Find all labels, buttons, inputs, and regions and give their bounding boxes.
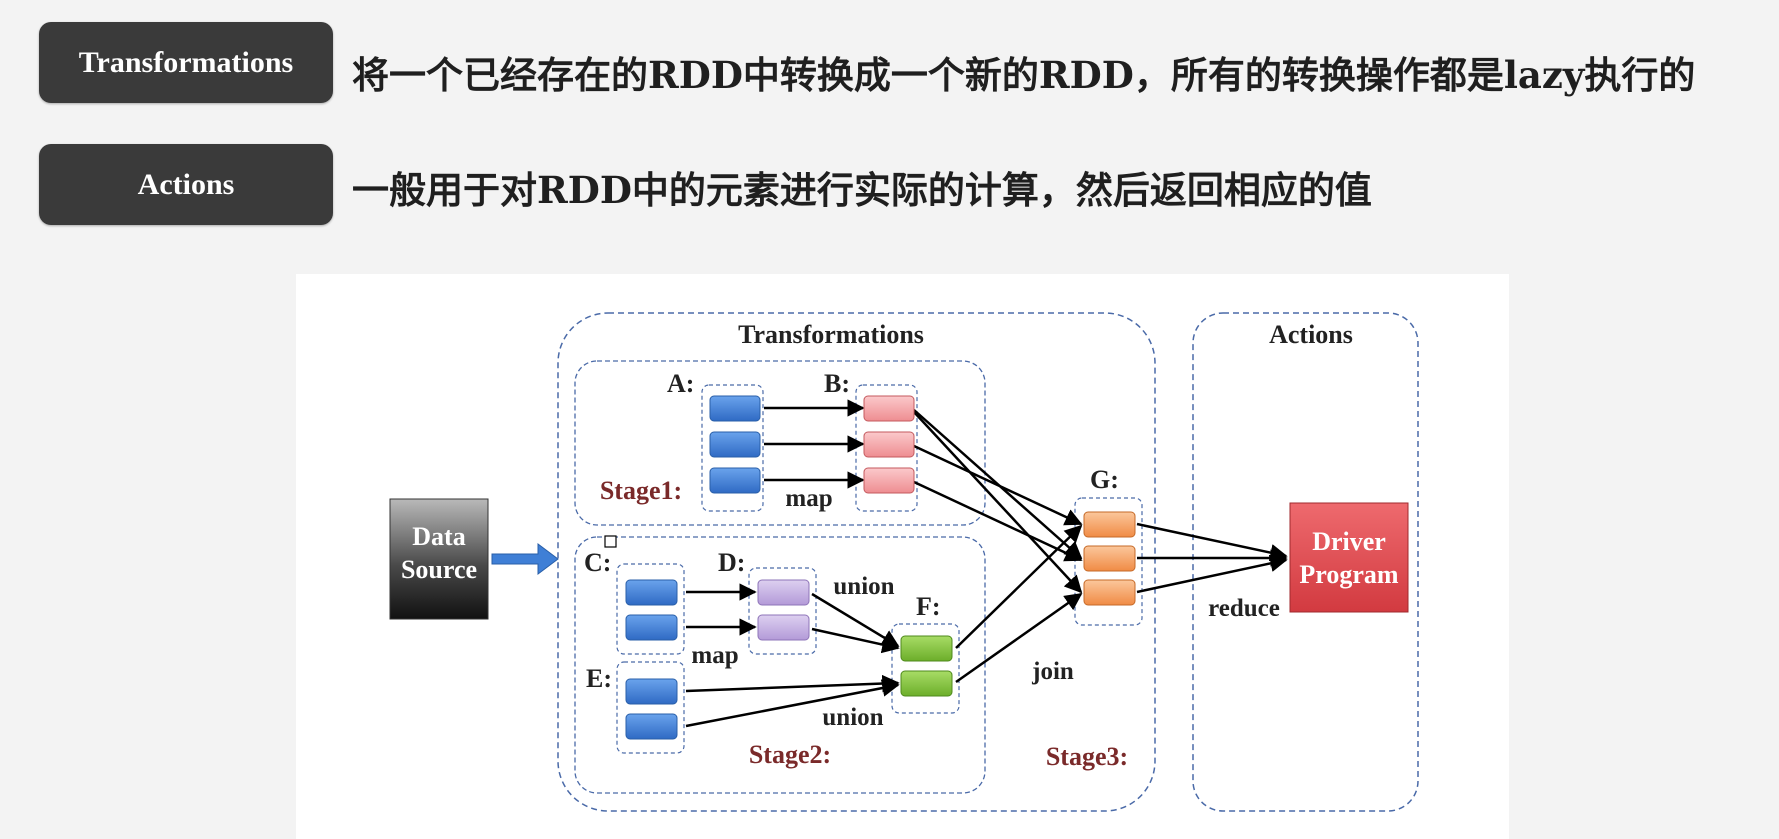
stage1-label: Stage1:: [600, 476, 682, 505]
edge-f2-g3: [955, 592, 1083, 684]
rdd-g-label: G:: [1090, 465, 1119, 494]
driver-program-box: [1289, 502, 1409, 613]
rdd-a-group: [701, 384, 764, 512]
transformations-title: Transformations: [738, 320, 924, 349]
actions-title: Actions: [1269, 320, 1353, 349]
actions-label-text: Actions: [137, 167, 235, 201]
edge-e1-f2: [685, 674, 900, 693]
partition-a3: [709, 467, 761, 494]
rdd-c-label: C:: [584, 548, 611, 577]
partition-g3: [1083, 579, 1136, 606]
partition-c2: [625, 614, 678, 641]
partition-b3: [863, 467, 915, 494]
edge-g1-driver: [1136, 522, 1288, 562]
selection-handle-icon: [604, 535, 617, 548]
partition-c1: [625, 579, 678, 606]
rdd-d-group: [748, 567, 817, 655]
rdd-diagram: Transformations Actions Data Source Driv…: [296, 274, 1509, 839]
edge-b2-g1: [913, 444, 1083, 526]
edge-e2-f2: [685, 679, 900, 728]
transformations-label-text: Transformations: [78, 45, 294, 79]
partition-e1: [625, 678, 678, 705]
edge-g3-driver: [1136, 554, 1288, 594]
op-union-1: union: [833, 573, 894, 600]
rdd-g-group: [1074, 497, 1143, 626]
partition-a1: [709, 395, 761, 422]
edge-d2-f1: [811, 627, 900, 654]
partition-f2: [900, 670, 953, 697]
stage1-region: [574, 360, 986, 526]
partition-b1: [863, 395, 915, 422]
rdd-d-label: D:: [718, 548, 745, 577]
transformations-description: 将一个已经存在的RDD中转换成一个新的RDD，所有的转换操作都是lazy执行的: [352, 53, 1696, 97]
partition-g1: [1083, 511, 1136, 538]
driver-line2: Program: [1299, 560, 1398, 589]
transformations-region: [557, 312, 1156, 812]
actions-label: Actions: [39, 144, 333, 225]
partition-d1: [757, 579, 810, 606]
driver-line1: Driver: [1312, 527, 1386, 556]
rdd-a-label: A:: [667, 369, 694, 398]
actions-description: 一般用于对RDD中的元素进行实际的计算，然后返回相应的值: [352, 168, 1372, 212]
partition-g2: [1083, 545, 1136, 572]
op-union-2: union: [822, 704, 883, 731]
partition-f1: [900, 635, 953, 662]
edge-f1-g1: [955, 524, 1083, 649]
data-source-box: [389, 498, 489, 620]
op-reduce: reduce: [1208, 595, 1280, 622]
rdd-f-group: [891, 623, 960, 714]
partition-d2: [757, 614, 810, 641]
partition-a2: [709, 431, 761, 458]
data-source-line1: Data: [412, 522, 465, 551]
op-join: join: [1031, 658, 1074, 685]
stage2-label: Stage2:: [749, 740, 831, 769]
actions-region: [1192, 312, 1419, 812]
data-source-line2: Source: [401, 555, 477, 584]
rdd-b-label: B:: [824, 369, 850, 398]
partition-b2: [863, 431, 915, 458]
rdd-e-group: [616, 661, 685, 754]
rdd-f-label: F:: [916, 592, 941, 621]
rdd-e-label: E:: [586, 664, 612, 693]
partition-e2: [625, 713, 678, 740]
op-map-2: map: [691, 642, 738, 669]
transformations-label: Transformations: [39, 22, 333, 103]
edge-b1-g3: [913, 411, 1083, 594]
rdd-diagram-svg: Transformations Actions Data Source Driv…: [389, 312, 1419, 812]
stage3-label: Stage3:: [1046, 742, 1128, 771]
source-arrow: [491, 543, 559, 575]
stage2-region: [574, 536, 986, 794]
op-map-1: map: [785, 485, 832, 512]
rdd-c-group: [616, 563, 685, 655]
edge-b3-g2: [913, 480, 1083, 562]
